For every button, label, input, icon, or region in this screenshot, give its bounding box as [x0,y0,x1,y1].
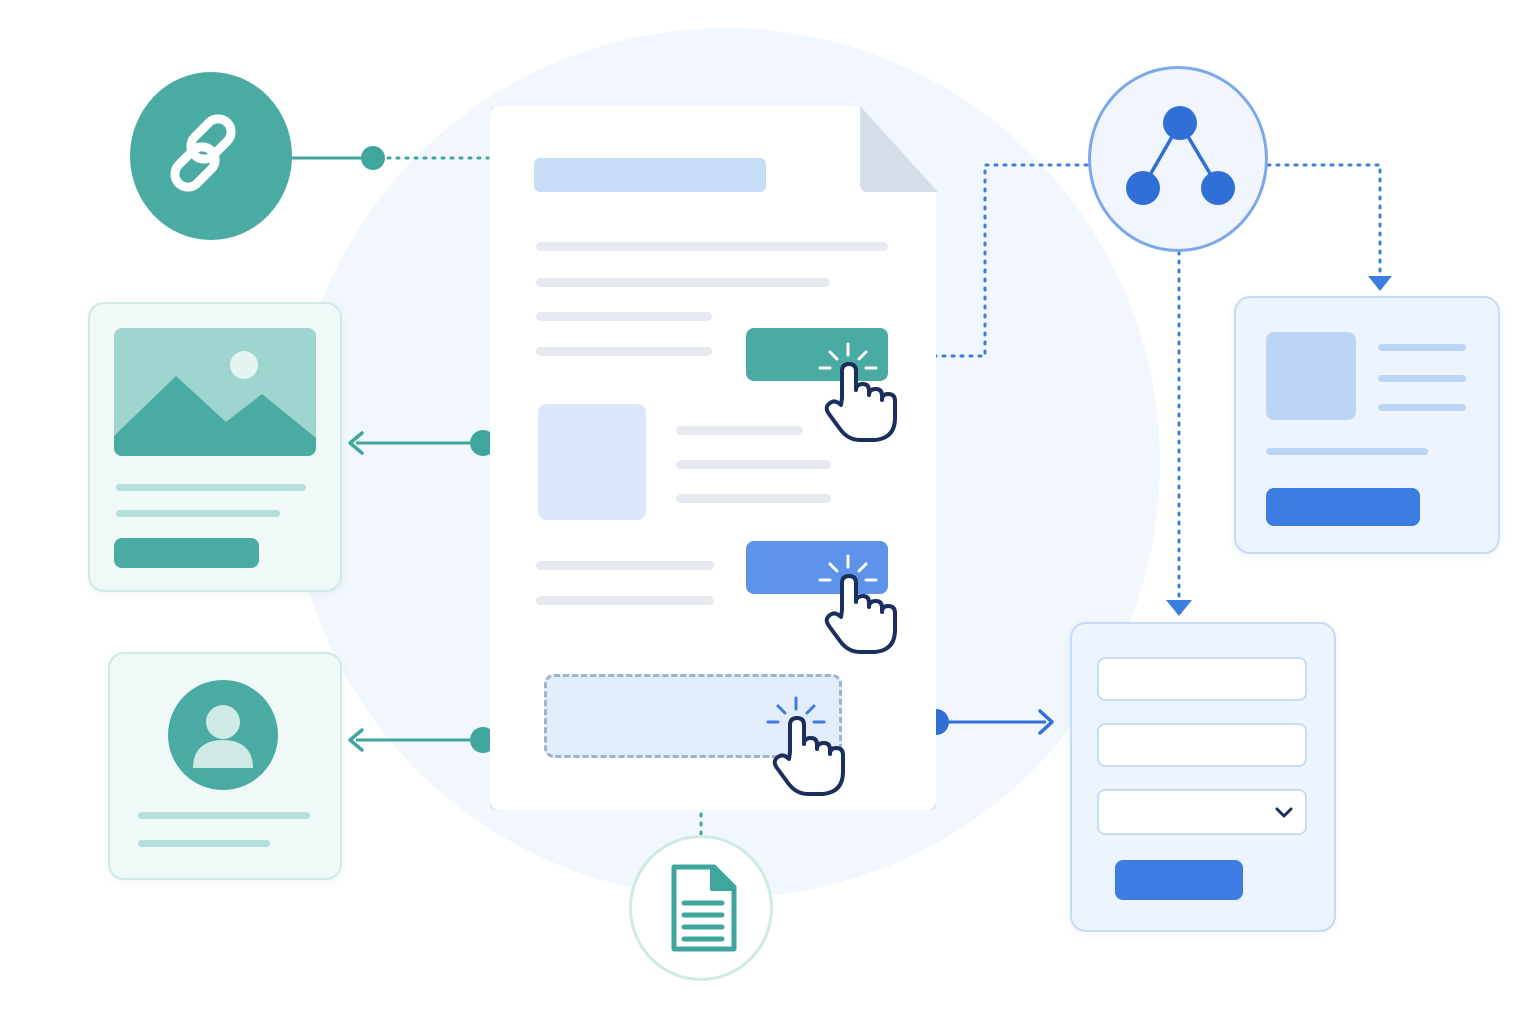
image-card-line-2 [116,510,280,517]
content-card-line-4 [1266,448,1428,455]
image-card-line-1 [116,484,306,491]
document-line-4 [536,347,712,356]
form-submit-button[interactable] [1115,860,1243,900]
share-connector-left [932,163,1090,358]
document-line-6 [676,460,831,469]
document-line-7 [676,494,831,503]
share-node[interactable] [1088,66,1268,252]
document-line-2 [536,278,830,287]
profile-card[interactable] [108,652,342,880]
profile-arrow-dot [470,727,496,753]
content-card-line-2 [1378,375,1466,382]
central-document [490,106,936,810]
form-text-field-2[interactable] [1097,723,1307,767]
image-thumbnail [114,328,316,456]
link-node[interactable] [130,72,292,240]
content-card-button[interactable] [1266,488,1420,526]
image-card[interactable] [88,302,342,592]
content-card-line-3 [1378,404,1466,411]
user-avatar-icon [168,680,278,790]
document-line-3 [536,312,712,321]
share-down-arrowhead [1166,600,1192,616]
form-select[interactable] [1097,789,1307,835]
share-network-icon [1126,106,1235,205]
form-arrow-head [1038,709,1054,735]
document-title-bar [534,158,766,192]
share-connector-right [1266,163,1382,276]
content-card-image [1266,332,1356,420]
document-line-1 [536,242,888,251]
image-icon [114,351,316,456]
share-right-arrowhead [1368,276,1392,291]
hand-pointer-icon [818,554,897,654]
image-card-button[interactable] [114,538,259,568]
content-card[interactable] [1234,296,1500,554]
document-line-5 [676,426,803,435]
hand-pointer-icon [818,342,897,442]
image-arrow-dot [470,430,496,456]
document-image-placeholder [538,404,646,520]
profile-card-line-1 [138,812,310,819]
form-text-field-1[interactable] [1097,657,1307,701]
chevron-down-icon [1275,807,1293,818]
document-line-8 [536,561,714,570]
profile-card-line-2 [138,840,270,847]
content-card-line-1 [1378,344,1466,351]
hand-pointer-icon [766,696,845,796]
document-icon [671,864,737,952]
profile-arrow-head [348,728,364,752]
image-arrow-head [348,431,364,455]
document-line-9 [536,596,714,605]
link-connector-dot [361,146,385,170]
link-icon [170,114,236,192]
document-folded-corner [860,106,938,192]
document-node[interactable] [629,835,773,981]
